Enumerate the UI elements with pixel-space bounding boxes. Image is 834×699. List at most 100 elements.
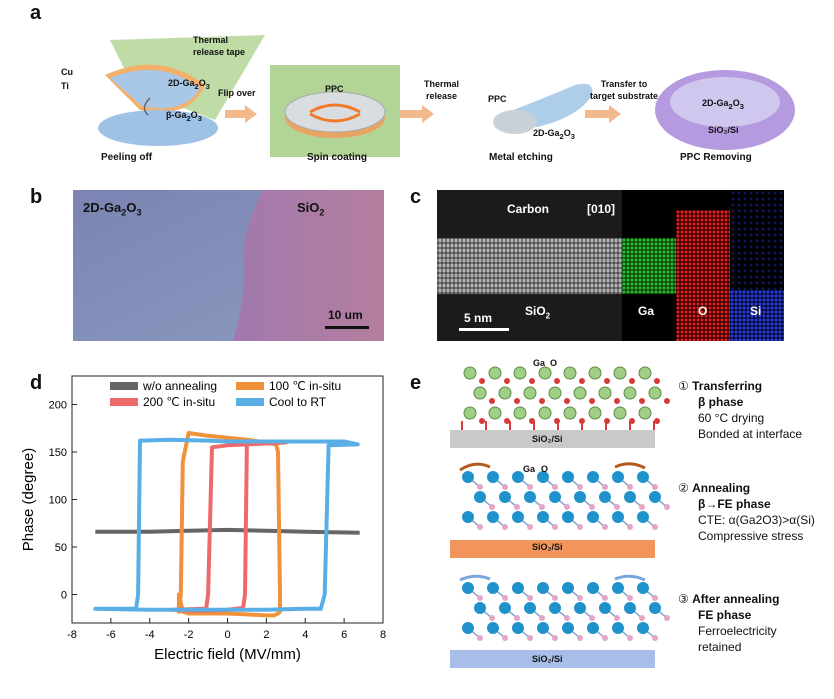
- ga-atom: [563, 366, 577, 380]
- o-atom: [514, 615, 520, 621]
- legend-label: 100 ℃ in-situ: [269, 379, 341, 393]
- x-tick-label: 4: [302, 629, 308, 641]
- ga-atom: [463, 406, 477, 420]
- x-tick-label: -8: [67, 629, 77, 641]
- c-zone-label: [010]: [587, 202, 616, 216]
- x-tick-label: 2: [263, 629, 269, 641]
- o-atom: [627, 595, 633, 601]
- ga-atom: [512, 582, 524, 594]
- ga-atom: [648, 386, 662, 400]
- ga-atom: [499, 602, 511, 614]
- caption-spin-coating: Spin coating: [307, 152, 367, 163]
- ga-atom: [612, 511, 624, 523]
- optical-image: 2D-Ga2O3 SiO2 10 um: [73, 190, 384, 341]
- c-sio2-label: SiO2: [525, 304, 551, 321]
- ga-atom: [513, 406, 527, 420]
- ga-atom: [637, 582, 649, 594]
- ga-atom: [587, 511, 599, 523]
- ga-atom: [562, 471, 574, 483]
- ga-atom: [562, 622, 574, 634]
- series-line-2: [171, 439, 292, 613]
- y-tick-label: 100: [49, 495, 67, 507]
- o-atom: [639, 398, 645, 404]
- legend-label: 200 ℃ in-situ: [143, 395, 215, 409]
- panel-e-label: e: [410, 372, 422, 394]
- o-atom: [564, 615, 570, 621]
- o-atom: [664, 504, 670, 510]
- y-axis-label: Phase (degree): [20, 448, 37, 551]
- step-3: ③ After annealing FE phase Ferroelectric…: [678, 592, 780, 654]
- o-atom: [639, 504, 645, 510]
- ga-atom: [537, 471, 549, 483]
- ga-atom: [599, 491, 611, 503]
- ga-atom: [599, 602, 611, 614]
- o-atom: [614, 615, 620, 621]
- ga-atom: [462, 582, 474, 594]
- step-1: ① Transferring β phase 60 °C drying Bond…: [678, 379, 803, 441]
- ga-atom: [649, 602, 661, 614]
- ga-atom: [523, 386, 537, 400]
- beta-ga2o3-label: β-Ga2O3: [166, 110, 202, 123]
- caption-metal-etching: Metal etching: [489, 152, 553, 163]
- o-atom: [477, 595, 483, 601]
- x-tick-label: 6: [341, 629, 347, 641]
- o-atom: [564, 504, 570, 510]
- o-atom: [604, 378, 610, 384]
- ga-atom: [498, 386, 512, 400]
- eds-map-ga: Ga: [622, 190, 676, 341]
- e-o-label-1: O: [550, 358, 558, 368]
- o-atom: [479, 418, 485, 424]
- o-atom: [527, 635, 533, 641]
- ga-atom: [637, 511, 649, 523]
- o-atom: [489, 504, 495, 510]
- panel-c-label: c: [410, 186, 422, 208]
- o-atom: [577, 595, 583, 601]
- o-atom: [504, 378, 510, 384]
- e-substrate-label-1: SiO₂/Si: [532, 434, 563, 444]
- ga-atom: [587, 582, 599, 594]
- ga-atom: [549, 602, 561, 614]
- o-atom: [627, 635, 633, 641]
- c-carbon-label: Carbon: [507, 202, 549, 216]
- ga-atom: [587, 622, 599, 634]
- ga-atom: [638, 406, 652, 420]
- ga-atom: [537, 582, 549, 594]
- panel-a-illustration: [98, 35, 795, 157]
- o-atom: [639, 615, 645, 621]
- ga2o3-2d-label: 2D-Ga2O3: [168, 78, 210, 91]
- series-line-3: [93, 437, 360, 612]
- y-tick-label: 200: [49, 400, 67, 412]
- ga-atom: [637, 622, 649, 634]
- ga-atom: [463, 366, 477, 380]
- legend-swatch: [110, 398, 138, 406]
- ga-atom: [563, 406, 577, 420]
- eds-map-si: Si: [730, 190, 784, 341]
- o-atom: [479, 378, 485, 384]
- ga-atom: [548, 386, 562, 400]
- ppc-label-1: PPC: [325, 84, 344, 94]
- o-atom: [589, 615, 595, 621]
- panel-b-label: b: [30, 186, 43, 208]
- plot-frame: [71, 375, 384, 624]
- ga-atom: [574, 491, 586, 503]
- ga-atom: [487, 511, 499, 523]
- x-tick-label: 0: [224, 629, 230, 641]
- c-scale-bar: [459, 328, 509, 331]
- ga-atom: [487, 582, 499, 594]
- o-atom: [477, 484, 483, 490]
- ga-atom: [613, 366, 627, 380]
- o-atom: [552, 635, 558, 641]
- series-line-0: [95, 527, 360, 535]
- legend-swatch: [236, 398, 264, 406]
- o-atom: [502, 595, 508, 601]
- o-atom: [654, 418, 660, 424]
- o-atom: [577, 524, 583, 530]
- o-atom: [552, 484, 558, 490]
- o-atom: [527, 595, 533, 601]
- ga-atom: [573, 386, 587, 400]
- o-atom: [564, 398, 570, 404]
- ga-atom: [649, 491, 661, 503]
- eds-map-o: O: [676, 190, 730, 341]
